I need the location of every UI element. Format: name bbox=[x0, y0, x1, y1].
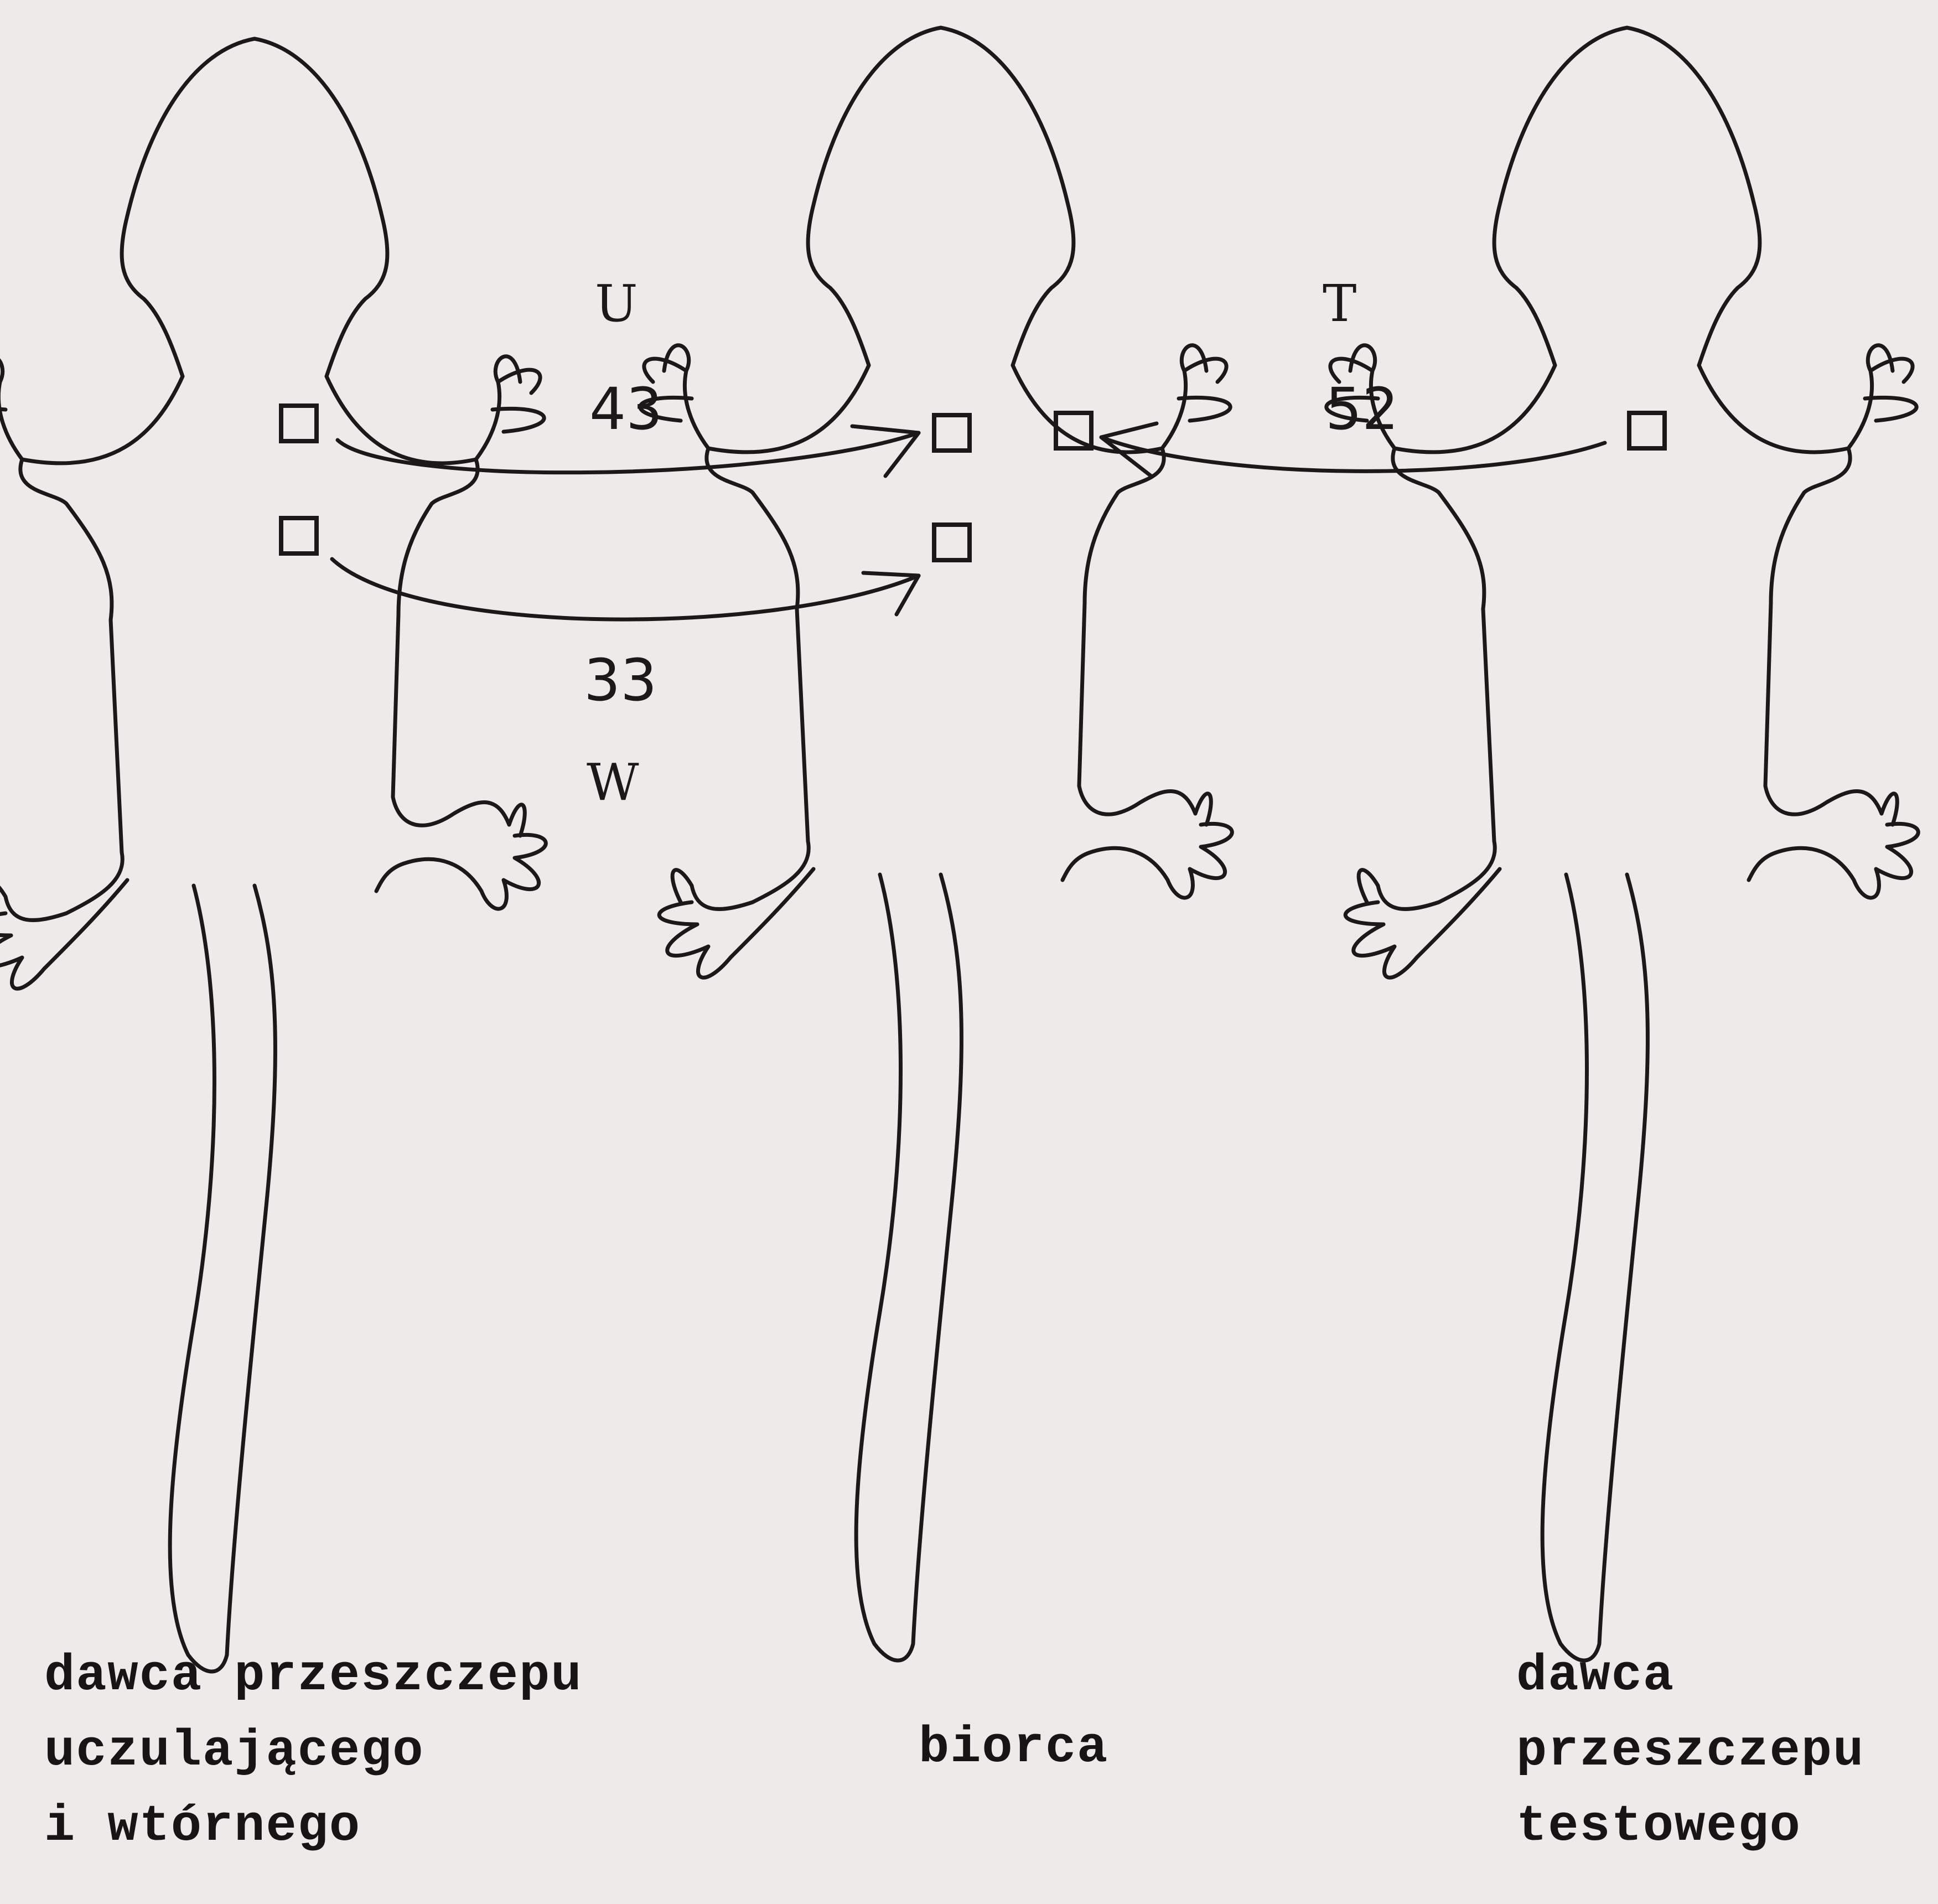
label-w: W bbox=[587, 753, 639, 812]
graft-square-recipient-upper bbox=[934, 415, 970, 451]
label-t: T bbox=[1323, 274, 1356, 333]
caption-center: biorca bbox=[919, 1710, 1108, 1786]
graft-square-left-upper bbox=[281, 406, 317, 441]
caption-center-line: biorca bbox=[919, 1710, 1108, 1786]
graft-square-right-donor bbox=[1629, 413, 1665, 448]
graft-square-recipient-lower bbox=[934, 525, 970, 560]
label-33: 33 bbox=[584, 646, 657, 714]
arrow-w-33 bbox=[332, 559, 919, 619]
label-43: 43 bbox=[589, 375, 662, 443]
label-u: U bbox=[595, 274, 638, 333]
label-52: 52 bbox=[1325, 375, 1398, 443]
caption-left: dawca przeszczepu uczulającego i wtórneg… bbox=[44, 1638, 583, 1864]
donor-left-lizard bbox=[0, 39, 546, 1672]
caption-right: dawca przeszczepu testowego bbox=[1516, 1638, 1864, 1864]
caption-right-line-1: dawca bbox=[1516, 1638, 1864, 1714]
caption-right-line-3: testowego bbox=[1516, 1789, 1864, 1864]
caption-left-line-1: dawca przeszczepu bbox=[44, 1638, 583, 1714]
caption-right-line-2: przeszczepu bbox=[1516, 1714, 1864, 1789]
caption-left-line-2: uczulającego bbox=[44, 1714, 583, 1789]
donor-right-lizard bbox=[1326, 28, 1918, 1660]
recipient-lizard bbox=[640, 28, 1232, 1660]
graft-square-left-lower bbox=[281, 518, 317, 553]
caption-left-line-3: i wtórnego bbox=[44, 1789, 583, 1864]
